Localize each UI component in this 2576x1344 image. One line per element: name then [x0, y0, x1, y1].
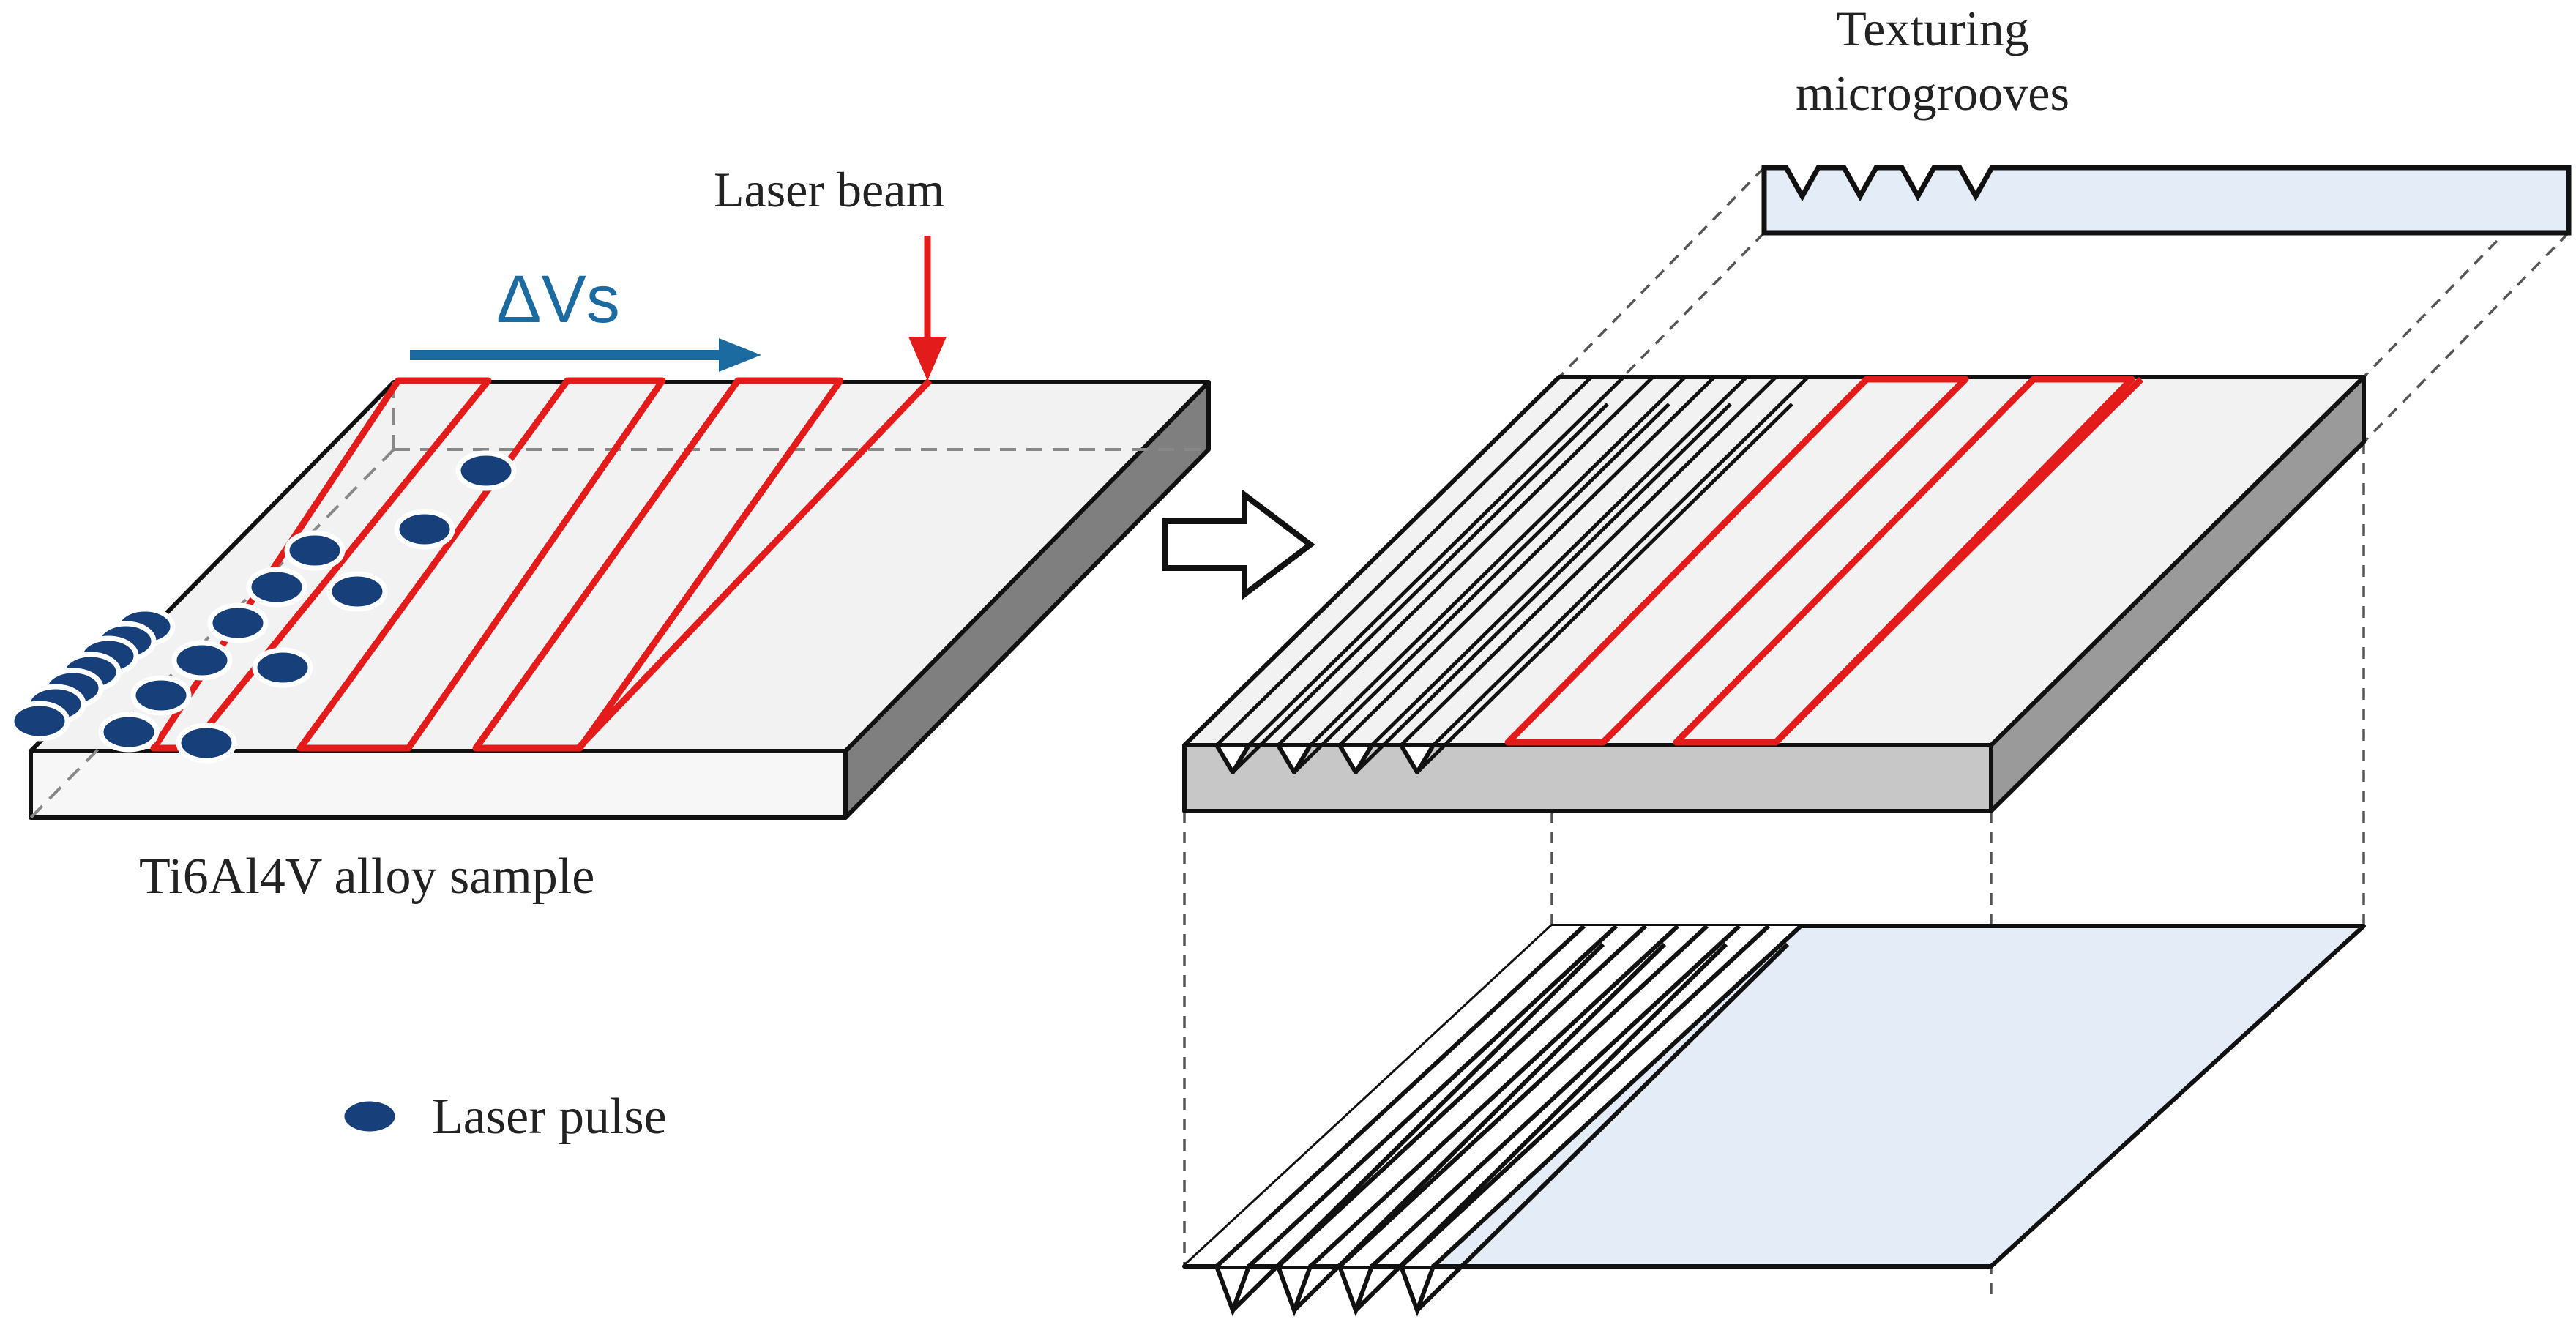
laser-track-2 — [296, 377, 666, 752]
laser-pulses — [9, 450, 517, 764]
laser-pulse — [455, 450, 517, 491]
texturing-label-line1: Texturing — [1836, 1, 2028, 56]
scan-speed-label: ΔVs — [496, 262, 620, 337]
section-grooves — [1184, 924, 1991, 1317]
legend-pulse-icon — [339, 1096, 400, 1137]
laser-pulse — [207, 602, 269, 643]
laser-pulse — [9, 701, 70, 742]
right-sample: Texturing microgrooves — [1182, 1, 2572, 1317]
bottom-section — [1182, 924, 2366, 1317]
left-plate-front — [29, 749, 848, 820]
laser-pulse — [176, 723, 237, 764]
left-hidden-edges — [29, 382, 1209, 819]
laser-pulse — [98, 712, 160, 753]
laser-track-4 — [1504, 376, 1969, 746]
laser-track-5 — [1673, 376, 2135, 746]
process-arrow-icon — [1162, 488, 1315, 601]
left-sample: ΔVs Laser beam Ti6Al4V alloy sample — [9, 162, 1211, 905]
laser-pulse — [284, 530, 346, 571]
legend: Laser pulse — [339, 1089, 667, 1145]
left-laser-tracks — [150, 377, 933, 752]
laser-pulse — [171, 640, 233, 681]
laser-beam-label: Laser beam — [714, 162, 944, 217]
top-microgrooves — [1215, 376, 1810, 774]
sample-label: Ti6Al4V alloy sample — [139, 848, 594, 905]
laser-track-3 — [472, 377, 844, 752]
right-laser-tracks — [1504, 376, 2144, 746]
groove-profile-inset — [1761, 165, 2572, 236]
laser-pulse — [130, 675, 192, 716]
right-plate-front — [1182, 743, 1993, 813]
laser-pulse — [326, 571, 388, 612]
texturing-label-line2: microgrooves — [1796, 65, 2069, 121]
laser-pulse — [394, 509, 455, 550]
laser-track-open-right — [1773, 376, 2144, 745]
scan-direction-arrow — [410, 338, 761, 372]
laser-pulse — [246, 567, 307, 608]
legend-pulse-label: Laser pulse — [432, 1089, 667, 1145]
laser-track-open — [575, 378, 933, 751]
laser-pulse — [252, 647, 313, 688]
laser-beam-arrow — [908, 236, 947, 381]
